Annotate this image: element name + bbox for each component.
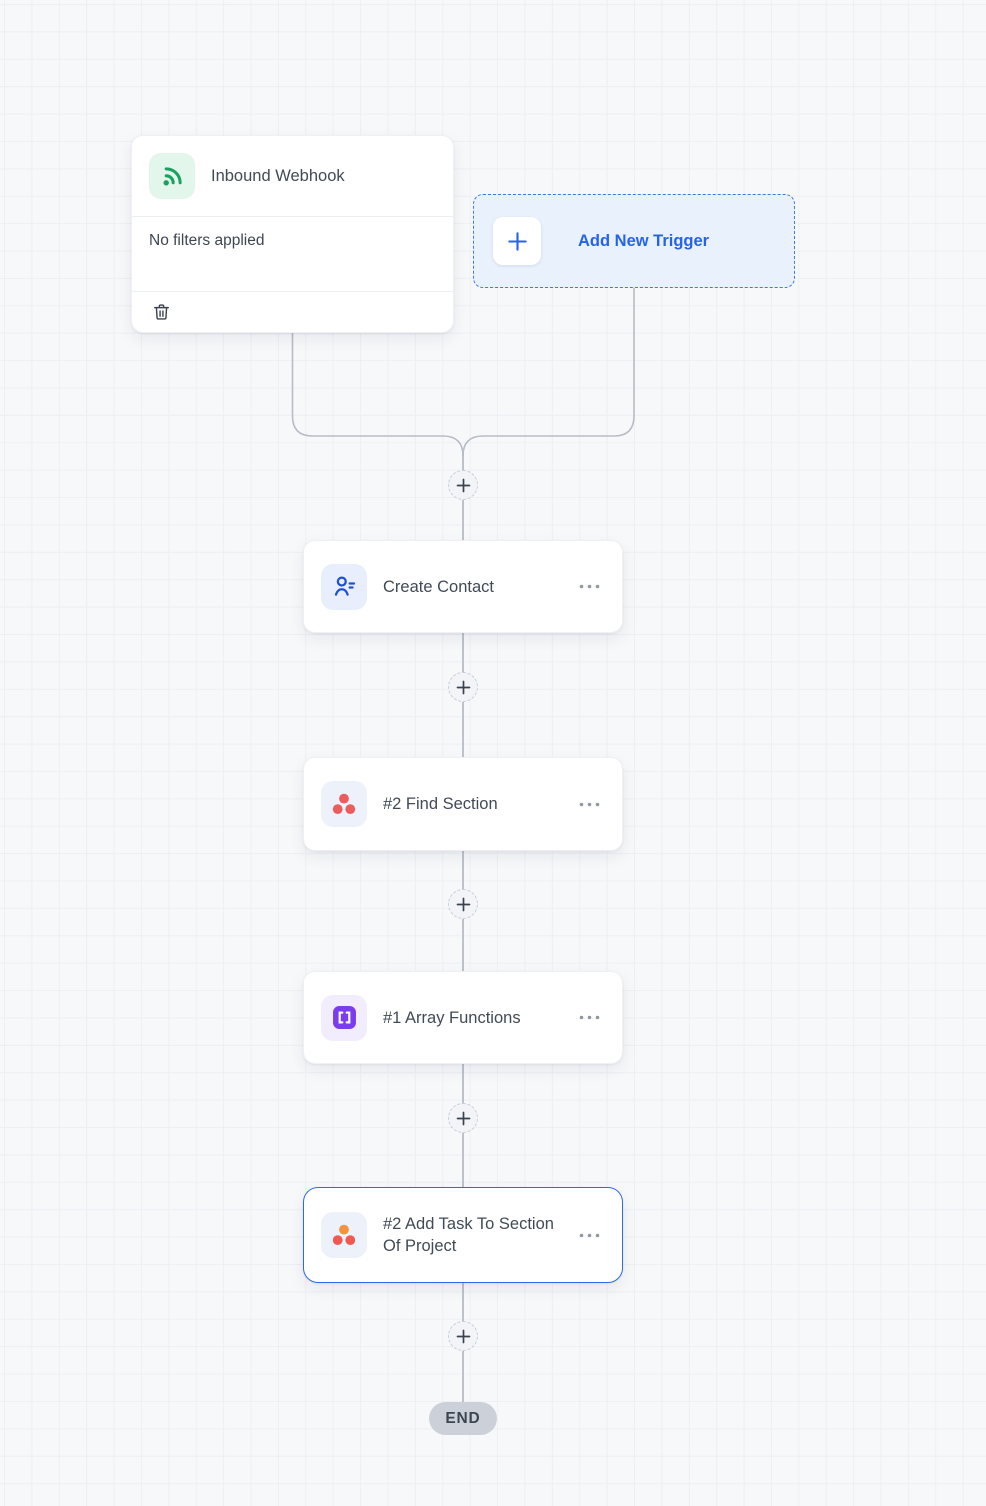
trigger-card-header: Inbound Webhook (132, 136, 453, 216)
ellipsis-icon (579, 584, 600, 589)
node-menu-button[interactable] (579, 798, 600, 811)
ellipsis-icon (579, 802, 600, 807)
divider (132, 216, 453, 217)
node-card-find-section[interactable]: #2 Find Section (303, 757, 623, 851)
ellipsis-icon (579, 1015, 600, 1020)
node-menu-button[interactable] (579, 1011, 600, 1024)
plus-icon (456, 478, 471, 493)
plus-icon (456, 1329, 471, 1344)
insert-step-button-3[interactable] (448, 889, 478, 919)
node-card-add-task-to-section[interactable]: #2 Add Task To Section Of Project (303, 1187, 623, 1283)
trigger-title: Inbound Webhook (211, 167, 345, 185)
plus-icon (456, 680, 471, 695)
insert-step-button-4[interactable] (448, 1103, 478, 1133)
insert-step-button-2[interactable] (448, 672, 478, 702)
trigger-filters-section: No filters applied (132, 217, 453, 291)
node-title: #2 Find Section (383, 795, 498, 813)
trigger-card-inbound-webhook[interactable]: Inbound Webhook No filters applied (131, 135, 454, 333)
trash-icon (152, 302, 171, 322)
divider (132, 291, 453, 292)
plus-icon (493, 217, 541, 265)
add-new-trigger-button[interactable]: Add New Trigger (473, 194, 795, 288)
plus-icon (456, 1111, 471, 1126)
node-card-array-functions[interactable]: #1 Array Functions (303, 971, 623, 1064)
insert-step-button-5[interactable] (448, 1321, 478, 1351)
webhook-icon (149, 153, 195, 199)
plus-icon (456, 897, 471, 912)
node-title: #1 Array Functions (383, 1008, 521, 1027)
asana-icon (321, 781, 367, 827)
node-menu-button[interactable] (579, 1229, 600, 1242)
filters-status-text: No filters applied (149, 232, 265, 249)
node-menu-button[interactable] (579, 580, 600, 593)
node-title: #2 Add Task To Section Of Project (383, 1215, 554, 1255)
insert-step-button-1[interactable] (448, 470, 478, 500)
delete-trigger-button[interactable] (150, 300, 173, 324)
add-new-trigger-label: Add New Trigger (578, 231, 710, 250)
ellipsis-icon (579, 1233, 600, 1238)
node-card-create-contact[interactable]: Create Contact (303, 540, 623, 633)
array-brackets-icon (321, 994, 367, 1041)
contact-icon (321, 563, 367, 610)
node-title: Create Contact (383, 577, 494, 596)
trigger-card-footer (132, 292, 453, 332)
end-badge: END (429, 1402, 497, 1435)
asana-icon (321, 1212, 367, 1258)
